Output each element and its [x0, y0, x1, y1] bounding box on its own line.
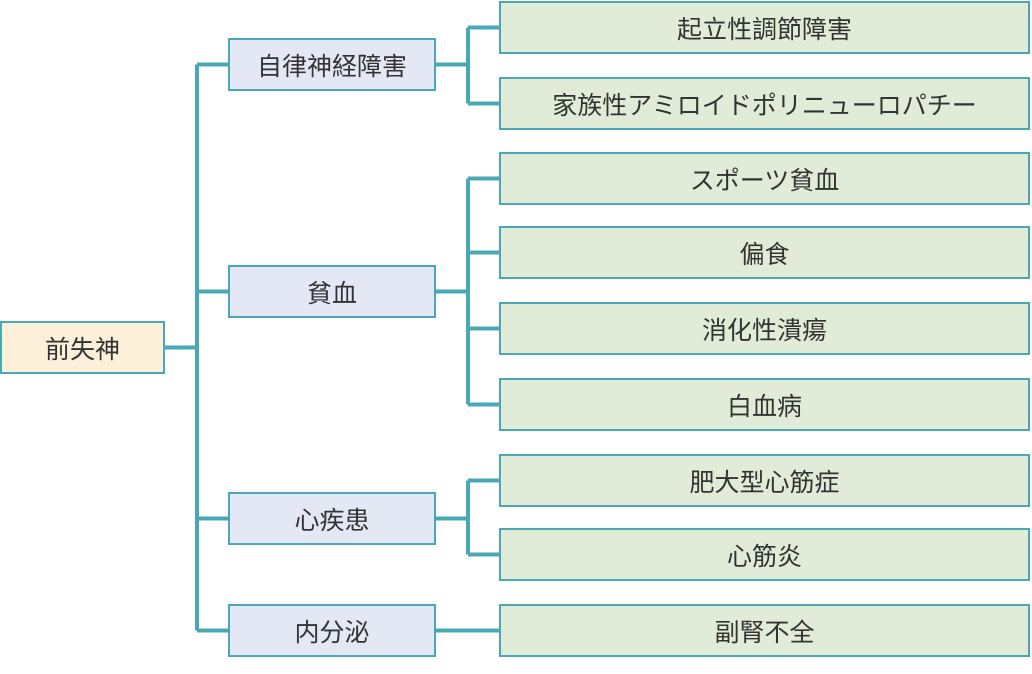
leaf-node: 起立性調節障害 — [499, 1, 1030, 54]
branch-node-autonomic: 自律神経障害 — [228, 38, 436, 91]
leaf-node: 肥大型心筋症 — [499, 454, 1030, 507]
branch-node-endocrine: 内分泌 — [228, 604, 436, 657]
leaf-node: 消化性潰瘍 — [499, 302, 1030, 355]
leaf-node: 白血病 — [499, 378, 1030, 431]
leaf-node: 偏食 — [499, 226, 1030, 279]
leaf-node: スポーツ貧血 — [499, 152, 1030, 205]
leaf-node: 心筋炎 — [499, 528, 1030, 581]
branch-node-anemia: 貧血 — [228, 265, 436, 318]
leaf-node: 副腎不全 — [499, 604, 1030, 657]
root-node: 前失神 — [0, 321, 165, 374]
branch-node-heart-disease: 心疾患 — [228, 492, 436, 545]
leaf-node: 家族性アミロイドポリニューロパチー — [499, 77, 1030, 130]
